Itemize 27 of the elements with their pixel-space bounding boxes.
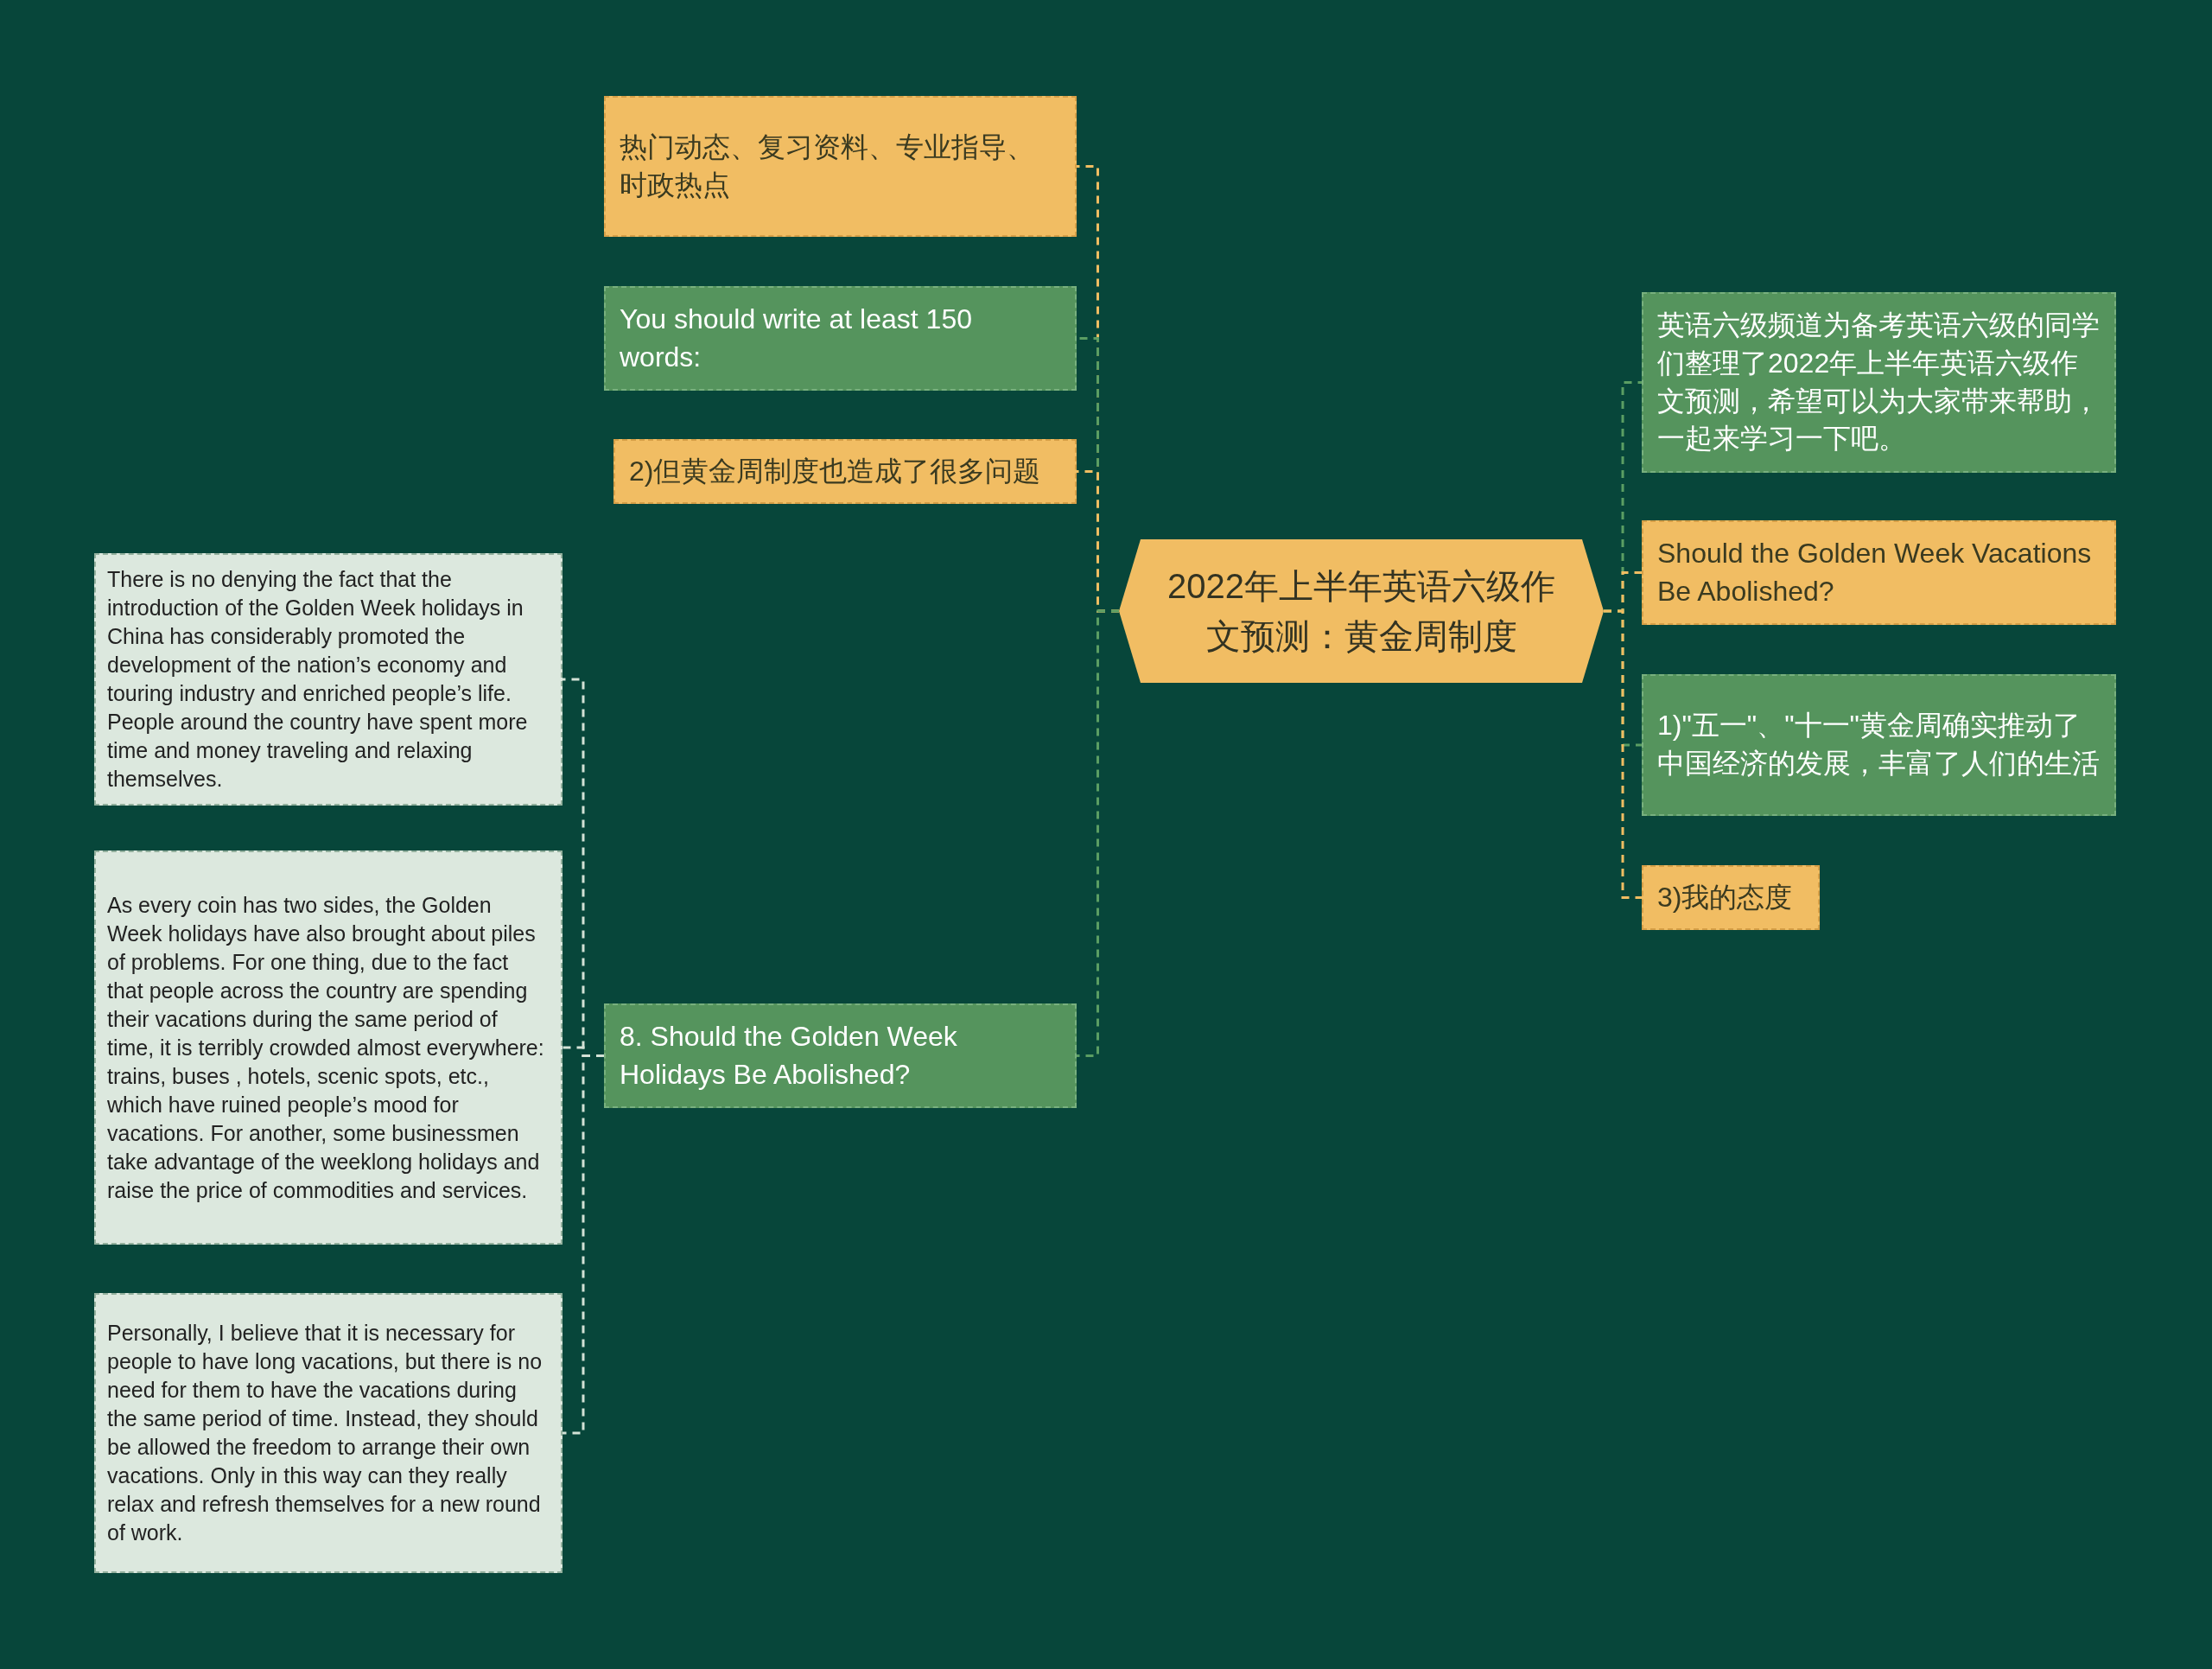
note-text: 3)我的态度	[1657, 880, 1793, 914]
note-text: 热门动态、复习资料、专业指导、时政热点	[620, 131, 1035, 202]
paragraph-box	[94, 850, 563, 1245]
note-text: 英语六级频道为备考英语六级的同学们整理了2022年上半年英语六级作文预测，希望可以为大家带来帮助，一起来学习一下吧。	[1657, 309, 2101, 455]
paragraph-text: There is no denying the fact that the introduction of the Golden Week holidays in China has considerably promoted the development of the nation’s economy and touring industry and enriched people’s life. People around the country have spent more time and money traveling and relaxing themselves.	[107, 566, 529, 793]
note-box	[1642, 674, 2116, 816]
note-text: 8. Should the Golden Week Holidays Be Abolished?	[620, 1020, 958, 1092]
note-text: Should the Golden Week Vacations Be Abolished?	[1657, 537, 2093, 608]
note-box	[604, 96, 1077, 237]
note-box	[604, 286, 1077, 391]
paragraph-text: Personally, I believe that it is necessary for people to have long vacations, but there is no need for them to have the vacations during the same period of time. Instead, they should be allowed the freedom to arrange their own vacations. Only in this way can they really relax and refresh themselves for a new round of work.	[107, 1320, 543, 1546]
connector-line	[1604, 609, 1642, 899]
note-box	[1642, 865, 1820, 930]
note-text: 1)"五一"、"十一"黄金周确实推动了中国经济的发展，丰富了人们的生活	[1657, 709, 2101, 780]
connector-line	[1077, 609, 1119, 1057]
connector-line	[563, 1054, 604, 1435]
note-box	[1642, 292, 2116, 473]
paragraph-box	[94, 1293, 563, 1573]
note-box	[613, 439, 1077, 504]
paragraph-text: As every coin has two sides, the Golden Week holidays have also brought about piles of problems. For one thing, due to the fact that people across the country are spending their vacations during the same period of time, it is terribly crowded almost everywhere: trains, buses , hotels, scenic spots, etc., which have ruined people’s mood for vacations. For another, some businessmen take advantage of the weeklong holidays and raise the price of commodities and services.	[107, 891, 545, 1204]
note-text: 2)但黄金周制度也造成了很多问题	[629, 454, 1041, 488]
note-text: You should write at least 150 words:	[620, 303, 973, 374]
note-box	[1642, 520, 2116, 625]
topic-title: 2022年上半年英语六级作文预测：黄金周制度	[1166, 566, 1556, 657]
paragraph-box	[94, 553, 563, 806]
note-box	[604, 1003, 1077, 1108]
central-topic-hexagon	[1119, 539, 1604, 683]
